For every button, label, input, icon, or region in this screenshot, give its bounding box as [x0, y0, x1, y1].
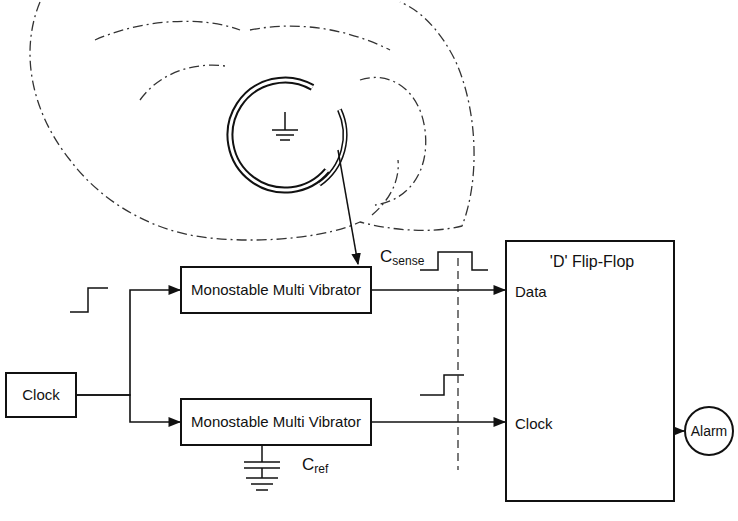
node-text: Clock	[22, 386, 60, 404]
signal-wire	[675, 430, 684, 432]
signal-wire	[77, 395, 180, 422]
signal-wire	[372, 289, 505, 291]
capacitance-label: Csense	[378, 248, 426, 268]
node-text: Monostable Multi Vibrator	[191, 413, 361, 431]
flip-flop-box: Data'D' Flip-FlopClock	[505, 240, 675, 502]
clock-box: Clock	[5, 372, 77, 418]
alarm-circle: Alarm	[684, 406, 734, 456]
hand-outline	[30, 2, 474, 240]
ground-symbol	[272, 112, 298, 140]
pulse-waveform	[70, 252, 488, 395]
node-text: Alarm	[691, 423, 728, 440]
signal-wire	[77, 290, 180, 395]
monostable-box: Monostable Multi Vibrator	[180, 398, 372, 446]
sensor-ring	[230, 80, 345, 190]
monostable-box: Monostable Multi Vibrator	[180, 266, 372, 314]
reference-capacitor	[244, 446, 280, 490]
capacitance-label: Cref	[300, 456, 330, 476]
sense-lead	[338, 150, 358, 264]
node-text: Monostable Multi Vibrator	[191, 281, 361, 299]
pin-label: Data	[515, 283, 547, 301]
signal-wire	[372, 421, 505, 423]
pin-label: Clock	[515, 415, 553, 433]
block-title: 'D' Flip-Flop	[547, 252, 637, 271]
